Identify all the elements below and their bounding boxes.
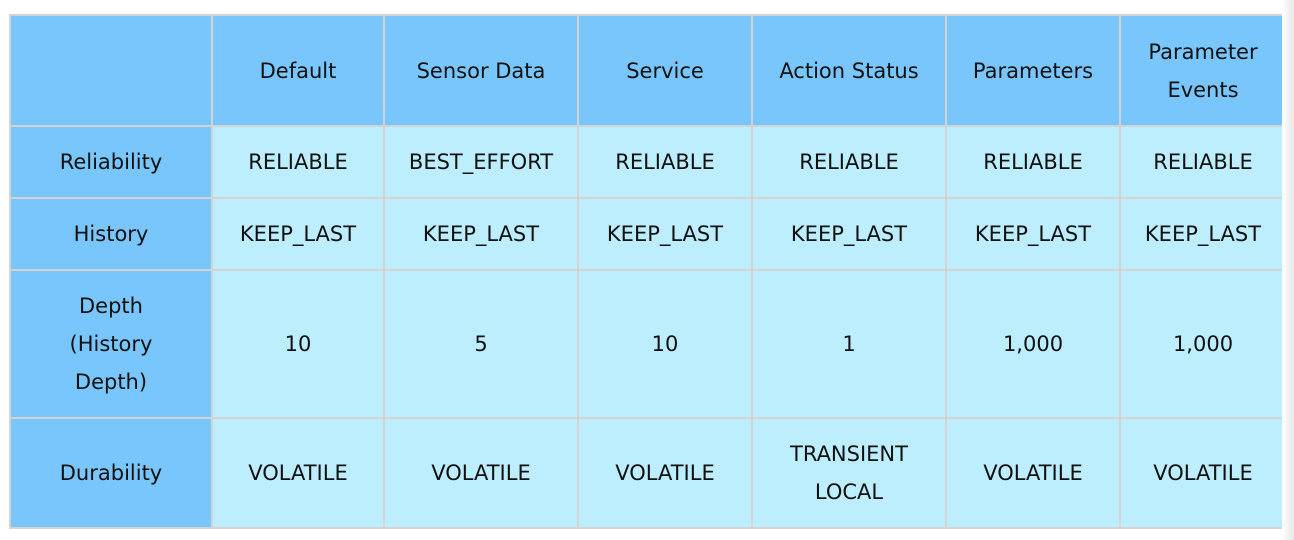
cell-value: KEEP_LAST xyxy=(790,222,908,246)
column-header-label: Parameters xyxy=(972,58,1094,83)
table-cell: VOLATILE xyxy=(383,417,579,529)
cell-value: 10 xyxy=(284,332,312,356)
scrollbar-track[interactable] xyxy=(1282,0,1294,540)
cell-value: VOLATILE xyxy=(431,461,531,485)
cell-value: 1 xyxy=(842,332,856,356)
cell-value: 10 xyxy=(651,332,679,356)
row-header-label: Durability xyxy=(59,461,163,485)
cell-value: TRANSIENT LOCAL xyxy=(790,442,908,504)
row-header-label: Reliability xyxy=(59,150,163,174)
table-cell: VOLATILE xyxy=(945,417,1121,529)
column-header-label: Default xyxy=(259,58,337,83)
table-cell: RELIABLE xyxy=(211,125,385,199)
table-cell: RELIABLE xyxy=(577,125,753,199)
cell-value: KEEP_LAST xyxy=(422,222,540,246)
row-header-history: History xyxy=(9,197,213,271)
cell-value: VOLATILE xyxy=(983,461,1083,485)
column-header-label: Sensor Data xyxy=(416,58,546,83)
table-cell: VOLATILE xyxy=(1119,417,1287,529)
row-header-durability: Durability xyxy=(9,417,213,529)
column-header-action-status: Action Status xyxy=(751,14,947,127)
table-cell: VOLATILE xyxy=(211,417,385,529)
cell-value: RELIABLE xyxy=(983,150,1083,174)
cell-value: KEEP_LAST xyxy=(1144,222,1262,246)
row-header-label: History xyxy=(73,222,149,246)
table-cell: KEEP_LAST xyxy=(751,197,947,271)
cell-value: RELIABLE xyxy=(615,150,715,174)
column-header-service: Service xyxy=(577,14,753,127)
column-header-default: Default xyxy=(211,14,385,127)
cell-value: 1,000 xyxy=(1172,332,1234,356)
table-cell: RELIABLE xyxy=(945,125,1121,199)
table-cell: VOLATILE xyxy=(577,417,753,529)
row-header-reliability: Reliability xyxy=(9,125,213,199)
table-cell: RELIABLE xyxy=(751,125,947,199)
table-row-depth: Depth (History Depth) 10 5 10 1 1,000 1,… xyxy=(9,269,1287,419)
row-header-depth: Depth (History Depth) xyxy=(9,269,213,419)
cell-value: VOLATILE xyxy=(248,461,348,485)
table-cell: 1,000 xyxy=(1119,269,1287,419)
cell-value: KEEP_LAST xyxy=(974,222,1092,246)
table-cell: BEST_EFFORT xyxy=(383,125,579,199)
qos-profile-table: Default Sensor Data Service Action Statu… xyxy=(9,14,1287,529)
table-cell: 10 xyxy=(577,269,753,419)
table-cell: KEEP_LAST xyxy=(1119,197,1287,271)
cell-value: RELIABLE xyxy=(248,150,348,174)
cell-value: 1,000 xyxy=(1002,332,1064,356)
row-header-label: Depth (History Depth) xyxy=(69,294,153,394)
table-cell: 10 xyxy=(211,269,385,419)
cell-value: 5 xyxy=(474,332,488,356)
cell-value: VOLATILE xyxy=(615,461,715,485)
header-row: Default Sensor Data Service Action Statu… xyxy=(9,14,1287,127)
cell-value: VOLATILE xyxy=(1153,461,1253,485)
table-row-durability: Durability VOLATILE VOLATILE VOLATILE TR… xyxy=(9,417,1287,529)
cell-value: RELIABLE xyxy=(799,150,899,174)
cell-value: RELIABLE xyxy=(1153,150,1253,174)
column-header-label: Action Status xyxy=(779,58,919,83)
cell-value: KEEP_LAST xyxy=(239,222,357,246)
table-cell: 5 xyxy=(383,269,579,419)
column-header-label: Service xyxy=(626,58,704,83)
corner-cell xyxy=(9,14,213,127)
table-cell: 1,000 xyxy=(945,269,1121,419)
table-cell: KEEP_LAST xyxy=(945,197,1121,271)
table-cell: KEEP_LAST xyxy=(383,197,579,271)
column-header-parameter-events: Parameter Events xyxy=(1119,14,1287,127)
cell-value: BEST_EFFORT xyxy=(408,150,554,174)
column-header-sensor-data: Sensor Data xyxy=(383,14,579,127)
table-row-reliability: Reliability RELIABLE BEST_EFFORT RELIABL… xyxy=(9,125,1287,199)
cell-value: KEEP_LAST xyxy=(606,222,724,246)
table-cell: KEEP_LAST xyxy=(211,197,385,271)
table-cell: TRANSIENT LOCAL xyxy=(751,417,947,529)
table-row-history: History KEEP_LAST KEEP_LAST KEEP_LAST KE… xyxy=(9,197,1287,271)
column-header-parameters: Parameters xyxy=(945,14,1121,127)
table-cell: RELIABLE xyxy=(1119,125,1287,199)
table-cell: KEEP_LAST xyxy=(577,197,753,271)
column-header-label: Parameter Events xyxy=(1148,39,1258,102)
table-cell: 1 xyxy=(751,269,947,419)
